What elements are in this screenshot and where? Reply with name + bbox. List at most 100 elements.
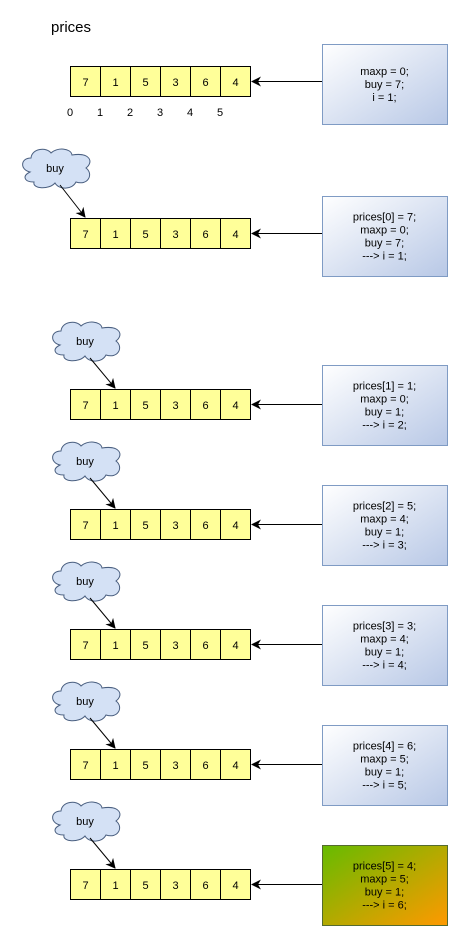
state-box xyxy=(322,725,448,806)
buy-label: buy xyxy=(76,696,94,708)
array-cell xyxy=(70,218,101,249)
state-line: maxp = 0; xyxy=(360,394,409,406)
array-cell xyxy=(130,66,161,97)
state-line: prices[1] = 1; xyxy=(353,381,416,393)
state-line: maxp = 4; xyxy=(360,634,409,646)
array-cell xyxy=(220,218,251,249)
array-index-label: 3 xyxy=(157,107,163,119)
array-index-label: 4 xyxy=(187,107,193,119)
array-cell xyxy=(220,869,251,900)
array-cell-value: 1 xyxy=(112,77,118,89)
array-cell-value: 4 xyxy=(232,520,238,532)
array-cell xyxy=(100,629,131,660)
diagram-title: prices xyxy=(51,19,92,36)
array-cell xyxy=(190,509,221,540)
state-line: maxp = 4; xyxy=(360,514,409,526)
buy-cloud xyxy=(52,441,121,482)
state-line: prices[3] = 3; xyxy=(353,621,416,633)
state-line: buy = 1; xyxy=(365,407,404,419)
array-cell xyxy=(100,218,131,249)
state-line: buy = 1; xyxy=(365,887,404,899)
buy-pointer-arrow xyxy=(89,717,116,749)
array-cell xyxy=(220,389,251,420)
buy-label: buy xyxy=(76,336,94,348)
array-cell-value: 3 xyxy=(172,640,178,652)
buy-pointer-arrow xyxy=(89,837,116,869)
state-line: maxp = 5; xyxy=(360,874,409,886)
state-line: buy = 1; xyxy=(365,767,404,779)
array-cell-value: 3 xyxy=(172,880,178,892)
array-cell xyxy=(70,509,101,540)
array-cell xyxy=(160,66,191,97)
array-cell xyxy=(190,869,221,900)
array-cell-value: 5 xyxy=(142,229,148,241)
state-line: maxp = 0; xyxy=(360,225,409,237)
array-cell-value: 5 xyxy=(142,760,148,772)
array-cell-value: 5 xyxy=(142,880,148,892)
state-line: ---> i = 1; xyxy=(362,251,407,263)
array-cell xyxy=(220,629,251,660)
buy-pointer-arrow xyxy=(89,477,116,509)
array-cell-value: 4 xyxy=(232,229,238,241)
state-box xyxy=(322,365,448,446)
state-line: i = 1; xyxy=(372,92,396,104)
buy-label: buy xyxy=(76,456,94,468)
array-index-label: 5 xyxy=(217,107,223,119)
array-cell-value: 7 xyxy=(82,880,88,892)
buy-cloud xyxy=(52,321,121,362)
array-cell-value: 7 xyxy=(82,520,88,532)
buy-label: buy xyxy=(76,816,94,828)
state-line: ---> i = 3; xyxy=(362,540,407,552)
array-cell xyxy=(160,218,191,249)
array-cell-value: 7 xyxy=(82,760,88,772)
state-line: ---> i = 4; xyxy=(362,660,407,672)
final-state-box xyxy=(322,845,448,926)
buy-label: buy xyxy=(46,163,64,175)
array-cell-value: 3 xyxy=(172,77,178,89)
state-line: prices[0] = 7; xyxy=(353,212,416,224)
array-cell xyxy=(220,509,251,540)
array-cell-value: 1 xyxy=(112,760,118,772)
array-cell-value: 6 xyxy=(202,229,208,241)
state-line: buy = 7; xyxy=(365,79,404,91)
array-cell-value: 3 xyxy=(172,520,178,532)
array-cell-value: 3 xyxy=(172,400,178,412)
state-box xyxy=(322,605,448,686)
buy-label: buy xyxy=(76,576,94,588)
array-cell-value: 7 xyxy=(82,400,88,412)
array-cell-value: 4 xyxy=(232,400,238,412)
array-cell xyxy=(100,749,131,780)
buy-pointer-arrow xyxy=(89,357,116,389)
array-cell xyxy=(190,66,221,97)
buy-cloud xyxy=(52,681,121,722)
array-cell xyxy=(70,749,101,780)
array-cell-value: 4 xyxy=(232,77,238,89)
state-line: ---> i = 2; xyxy=(362,420,407,432)
state-line: buy = 1; xyxy=(365,527,404,539)
state-line: ---> i = 5; xyxy=(362,780,407,792)
state-line: buy = 1; xyxy=(365,647,404,659)
array-cell xyxy=(220,749,251,780)
array-cell-value: 1 xyxy=(112,400,118,412)
state-line: buy = 7; xyxy=(365,238,404,250)
array-cell-value: 6 xyxy=(202,640,208,652)
array-index-label: 2 xyxy=(127,107,133,119)
array-cell xyxy=(190,629,221,660)
buy-pointer-arrow xyxy=(89,597,116,629)
array-cell xyxy=(130,749,161,780)
array-cell xyxy=(160,509,191,540)
array-cell-value: 6 xyxy=(202,520,208,532)
buy-pointer-arrow xyxy=(59,184,86,218)
array-cell-value: 7 xyxy=(82,640,88,652)
array-cell-value: 7 xyxy=(82,229,88,241)
array-cell-value: 5 xyxy=(142,520,148,532)
array-cell xyxy=(160,389,191,420)
array-cell-value: 5 xyxy=(142,77,148,89)
array-cell-value: 6 xyxy=(202,77,208,89)
